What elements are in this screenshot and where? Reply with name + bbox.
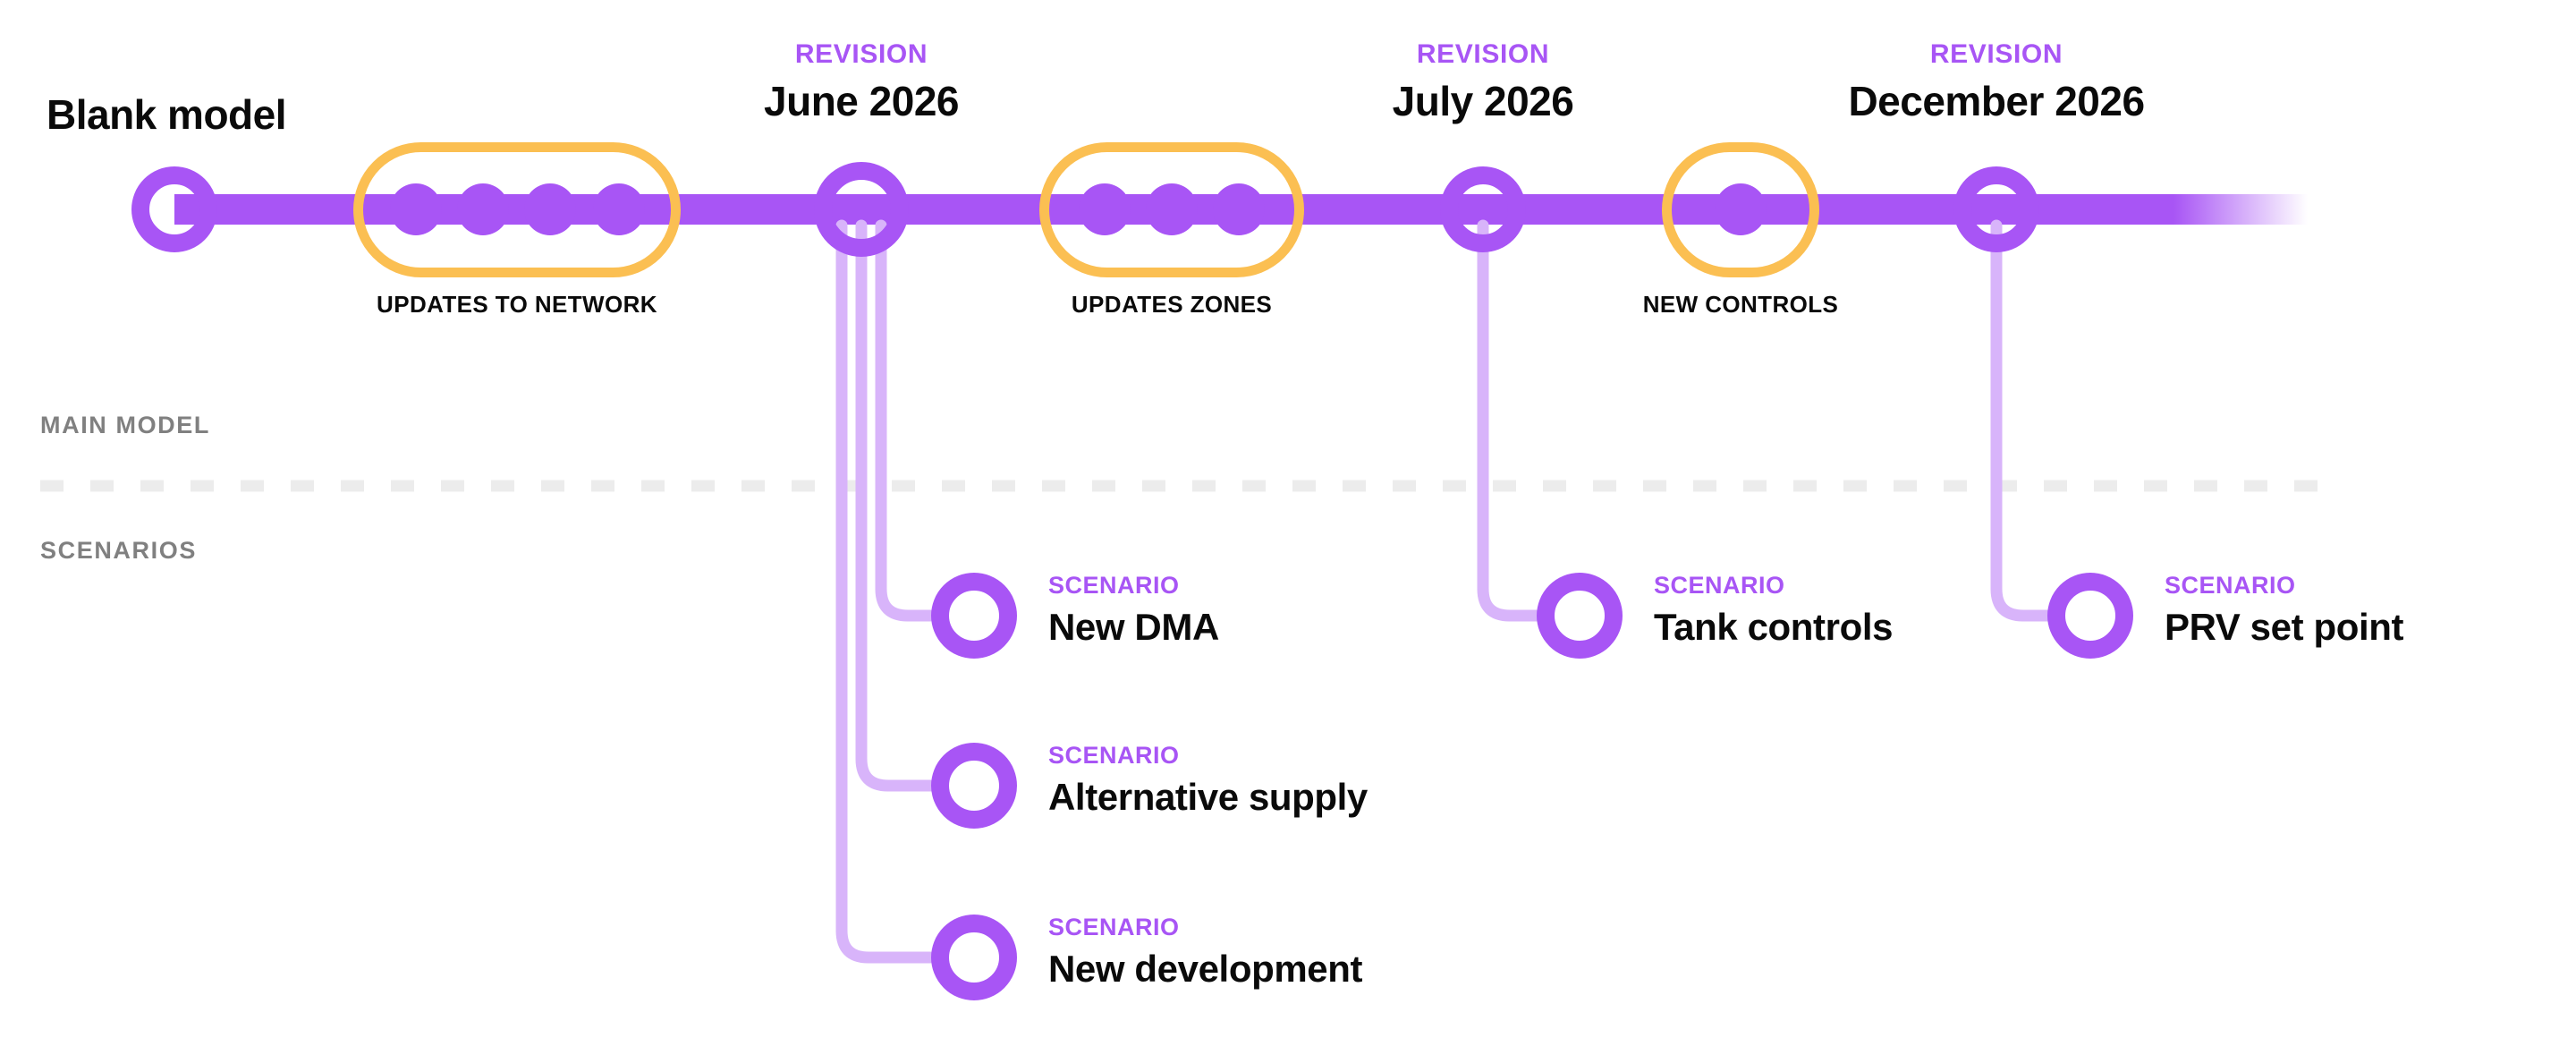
- commit-group-label-updates-to-network: UPDATES TO NETWORK: [377, 291, 657, 318]
- commit-group-label-updates-zones: UPDATES ZONES: [1071, 291, 1273, 318]
- commit-dot[interactable]: [1146, 183, 1198, 235]
- scenario-name: Tank controls: [1654, 606, 1894, 648]
- scenario-label-tank-controls: SCENARIO Tank controls: [1654, 574, 1893, 646]
- commit-dot[interactable]: [1715, 183, 1767, 235]
- revision-date: July 2026: [1392, 78, 1574, 124]
- revision-header-june: REVISION June 2026: [764, 39, 959, 124]
- commit-dots: [390, 183, 1767, 235]
- scenario-kicker: SCENARIO: [1048, 914, 1180, 940]
- scenario-kicker: SCENARIO: [1654, 572, 1785, 599]
- node-scenario-tank-controls[interactable]: [1537, 573, 1623, 659]
- commit-dot[interactable]: [1079, 183, 1131, 235]
- revision-kicker: REVISION: [1929, 39, 2063, 69]
- scenario-label-alternative-supply: SCENARIO Alternative supply: [1048, 744, 1368, 816]
- commit-group-capsule-updates-zones[interactable]: [1039, 142, 1304, 277]
- node-revision-june[interactable]: [814, 162, 909, 257]
- commit-group-capsule-new-controls[interactable]: [1662, 142, 1819, 277]
- lane-label-scenarios: SCENARIOS: [40, 537, 197, 564]
- revision-header-july: REVISION July 2026: [1392, 39, 1574, 124]
- revision-date: December 2026: [1848, 78, 2145, 124]
- node-revision-july[interactable]: [1440, 166, 1526, 252]
- commit-dot[interactable]: [457, 183, 509, 235]
- node-revision-december[interactable]: [1953, 166, 2039, 252]
- commit-dot[interactable]: [593, 183, 645, 235]
- scenario-name: PRV set point: [2165, 606, 2404, 648]
- revision-date: June 2026: [764, 78, 959, 124]
- commit-group-label-new-controls: NEW CONTROLS: [1642, 291, 1839, 318]
- node-blank-model[interactable]: [131, 166, 217, 252]
- node-scenario-new-development[interactable]: [931, 915, 1017, 1000]
- scenario-nodes: [931, 573, 2133, 1000]
- blank-model-label: Blank model: [47, 91, 287, 138]
- scenario-label-prv-set-point: SCENARIO PRV set point: [2165, 574, 2403, 646]
- commit-group-capsule-updates-to-network[interactable]: [353, 142, 681, 277]
- scenario-name: New development: [1048, 948, 1363, 990]
- branch-wire-new-development: [835, 219, 936, 964]
- scenario-label-new-development: SCENARIO New development: [1048, 915, 1362, 988]
- scenario-name: New DMA: [1048, 606, 1219, 648]
- scenario-label-new-dma: SCENARIO New DMA: [1048, 574, 1219, 646]
- scenario-kicker: SCENARIO: [2165, 572, 2296, 599]
- scenario-kicker: SCENARIO: [1048, 742, 1180, 769]
- revision-kicker: REVISION: [1416, 39, 1550, 69]
- revision-kicker: REVISION: [794, 39, 928, 69]
- commit-dot[interactable]: [524, 183, 576, 235]
- node-scenario-alternative-supply[interactable]: [931, 743, 1017, 829]
- commit-dot[interactable]: [390, 183, 442, 235]
- scenario-branch-wires: [835, 219, 2055, 964]
- lane-label-main-model: MAIN MODEL: [40, 412, 210, 438]
- node-scenario-new-dma[interactable]: [931, 573, 1017, 659]
- revision-header-december: REVISION December 2026: [1848, 39, 2145, 124]
- branch-wire-prv-set-point: [1990, 219, 2055, 622]
- scenario-name: Alternative supply: [1048, 776, 1368, 818]
- commit-dot[interactable]: [1213, 183, 1265, 235]
- scenario-kicker: SCENARIO: [1048, 572, 1180, 599]
- main-model-nodes: [131, 162, 2039, 257]
- commit-group-capsules: [353, 142, 1819, 277]
- node-scenario-prv-set-point[interactable]: [2047, 573, 2133, 659]
- branch-wire-tank-controls: [1477, 219, 1543, 622]
- branch-wire-new-dma: [875, 219, 936, 622]
- branch-wire-alternative-supply: [855, 219, 936, 792]
